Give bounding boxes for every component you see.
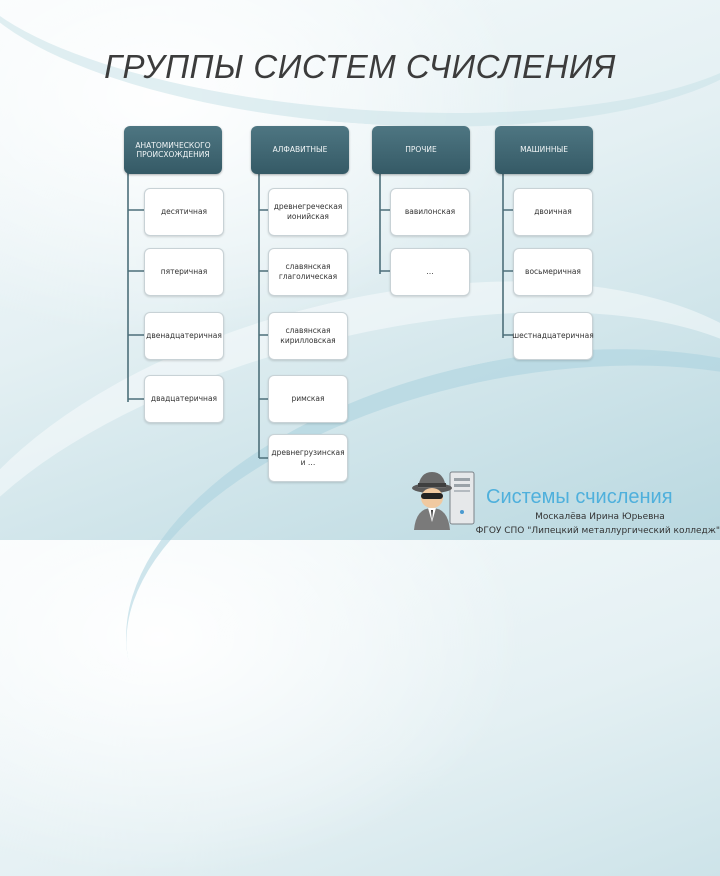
slide-title: ГРУППЫ СИСТЕМ СЧИСЛЕНИЯ xyxy=(104,48,616,85)
header-machine: МАШИННЫЕ xyxy=(495,126,593,174)
connector-lines xyxy=(127,172,513,459)
box-cyrillic: славянская кирилловская xyxy=(268,312,348,360)
box-vigesimal: двадцатеричная xyxy=(144,375,224,423)
box-octal: восьмеричная xyxy=(513,248,593,296)
spy-agent-icon xyxy=(412,472,452,530)
box-babylonian: вавилонская xyxy=(390,188,470,236)
author-name: Москалёва Ирина Юрьевна xyxy=(535,512,665,522)
box-hexadecimal: шестнадцатеричная xyxy=(512,312,594,360)
box-roman: римская xyxy=(268,375,348,423)
header-anatomical: АНАТОМИЧЕСКОГО ПРОИСХОЖДЕНИЯ xyxy=(124,126,222,174)
box-ionian: древнегреческая ионийская xyxy=(268,188,348,236)
college-name: ФГОУ СПО "Липецкий металлургический колл… xyxy=(475,526,720,536)
box-quinary: пятеричная xyxy=(144,248,224,296)
box-binary: двоичная xyxy=(513,188,593,236)
header-alphabetic: АЛФАВИТНЫЕ xyxy=(251,126,349,174)
computer-tower-icon xyxy=(449,471,475,525)
box-decimal: десятичная xyxy=(144,188,224,236)
box-duodecimal: двенадцатеричная xyxy=(144,312,224,360)
box-glagolitic: славянская глаголическая xyxy=(268,248,348,296)
box-georgian: древнегрузинская и … xyxy=(268,434,348,482)
logo-text: Системы счисления xyxy=(486,486,673,508)
header-other: ПРОЧИЕ xyxy=(372,126,470,174)
mascot-illustration xyxy=(412,471,475,530)
box-ellipsis: … xyxy=(390,248,470,296)
